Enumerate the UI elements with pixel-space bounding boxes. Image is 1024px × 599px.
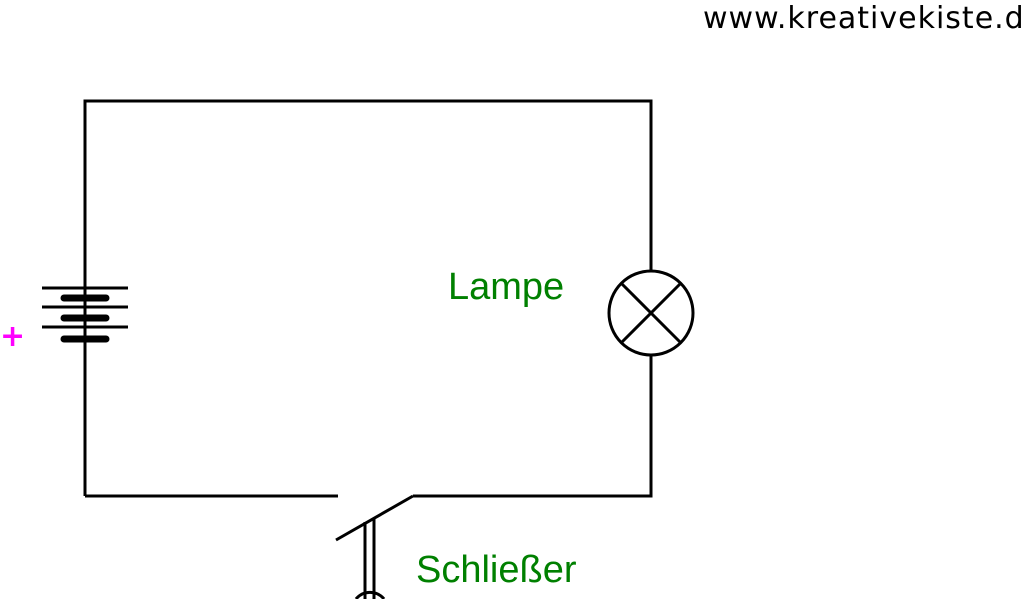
battery-symbol (42, 286, 128, 343)
positive-terminal-mark: + (0, 319, 26, 354)
wire-right-lower (413, 355, 653, 498)
lamp-symbol (607, 269, 695, 357)
switch-label: Schließer (416, 549, 577, 591)
switch-knob (354, 590, 386, 599)
website-url: www.kreativekiste.d (703, 1, 1024, 36)
switch-symbol (335, 494, 414, 599)
lamp-label: Lampe (448, 266, 565, 308)
wire-top (83, 99, 653, 288)
